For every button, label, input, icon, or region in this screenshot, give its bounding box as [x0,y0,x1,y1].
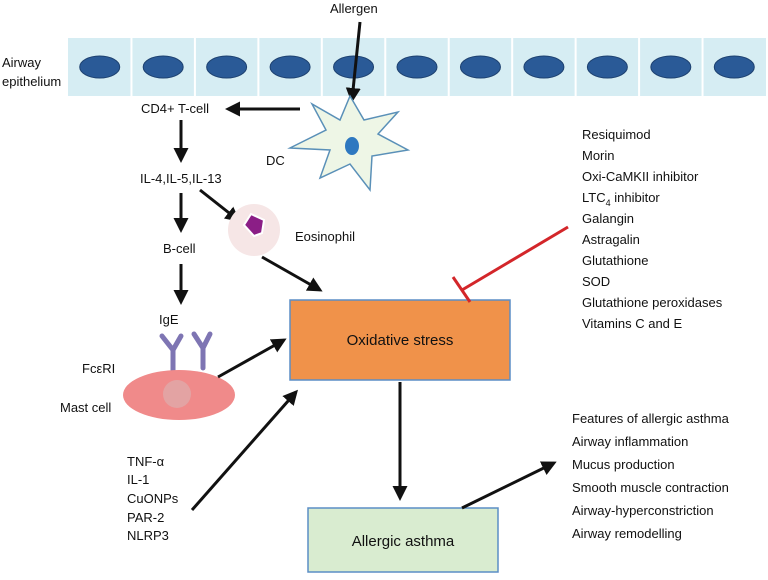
epithelial-cell-nucleus [142,55,184,79]
inducers-to-oxidative-arrow [190,389,298,511]
eosinophil-nucleus [242,212,266,238]
inhibitor-item: Oxi-CaMKII inhibitor [582,169,699,184]
allergic-asthma-box [307,507,499,573]
dc-label: DC [266,153,285,168]
eosinophil-label: Eosinophil [295,229,355,244]
epithelial-cell-nucleus [523,55,565,79]
epithelial-cell-nucleus [79,55,121,79]
ige-antibody-left [159,333,184,373]
epithelial-cell-nucleus [586,55,628,79]
features-heading: Features of allergic asthma [572,411,730,426]
inhibitor-item: Galangin [582,211,634,226]
eosinophil-cell [228,204,280,256]
inhibition-line [461,225,569,292]
allergen-label: Allergen [330,1,378,16]
epithelium-label-line2: epithelium [2,74,61,89]
feature-item: Mucus production [572,457,675,472]
inducer-item: TNF-α [127,454,165,469]
feature-item: Airway-hyperconstriction [572,503,714,518]
inhibitor-item: Glutathione [582,253,649,268]
feature-item: Airway inflammation [572,434,688,449]
inducer-item: CuONPs [127,491,179,506]
feature-item: Smooth muscle contraction [572,480,729,495]
features-list: Features of allergic asthma Airway infla… [572,411,730,541]
bcell-label: B-cell [163,241,196,256]
il-to-eosinophil-arrow [199,188,241,222]
epithelium-label-line1: Airway [2,55,42,70]
inhibitor-item-ltc: LTC4 inhibitor [582,190,660,208]
inducer-item: IL-1 [127,472,149,487]
inhibitor-item: Resiquimod [582,127,651,142]
inhibitor-item: SOD [582,274,610,289]
epithelial-cell-nucleus [206,55,248,79]
inducer-item: NLRP3 [127,528,169,543]
inhibitor-item: Vitamins C and E [582,316,683,331]
cd4-label: CD4+ T-cell [141,101,209,116]
epithelial-cell-nucleus [269,55,311,79]
fcer-label: FcεRI [82,361,115,376]
dc-nucleus [345,137,359,155]
ige-label: IgE [159,312,179,327]
epithelial-cell-nucleus [459,55,501,79]
oxidative-stress-box [289,299,511,381]
oxidative-stress-label: Oxidative stress [347,332,454,349]
inducer-item: PAR-2 [127,510,164,525]
inhibitor-item: Glutathione peroxidases [582,295,723,310]
inhibitor-item: Morin [582,148,615,163]
inhibition-bar [451,276,472,303]
dendritic-cell [287,94,411,193]
asthma-to-features-arrow [461,461,557,510]
feature-item: Airway remodelling [572,526,682,541]
epithelial-cell-nucleus [713,55,755,79]
mast-cell-nucleus [163,380,191,408]
mast-cell-label: Mast cell [60,400,111,415]
allergic-asthma-label: Allergic asthma [352,533,455,550]
ige-antibody-right [191,331,213,371]
mastcell-to-oxidative-arrow [217,338,287,379]
inhibitor-list: Resiquimod Morin Oxi-CaMKII inhibitor LT… [582,127,723,331]
epithelial-cell-nucleus [396,55,438,79]
airway-epithelium: Airway epithelium [2,38,766,96]
allergen-arrow [345,21,362,103]
inducer-list: TNF-α IL-1 CuONPs PAR-2 NLRP3 [127,454,179,543]
inhibitor-item: Astragalin [582,232,640,247]
interleukins-label: IL-4,IL-5,IL-13 [140,171,222,186]
epithelial-cell-nucleus [650,55,692,79]
eosinophil-to-oxidative-arrow [261,255,323,292]
